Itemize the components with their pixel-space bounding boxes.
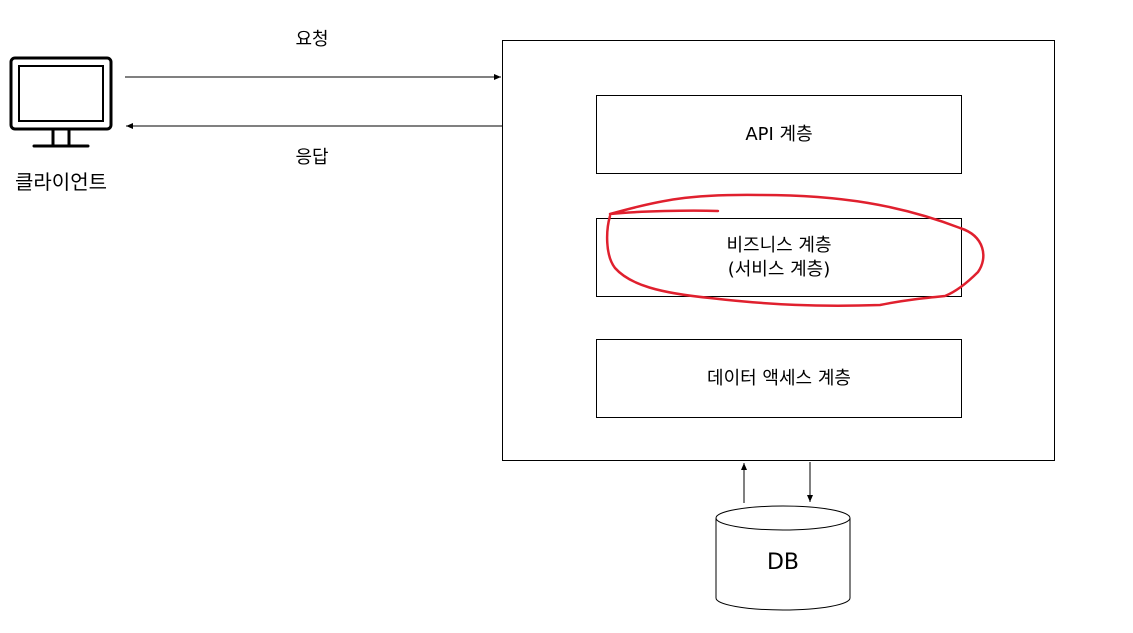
request-label: 요청: [295, 29, 329, 50]
business-layer-box: 비즈니스 계층 (서비스 계층): [596, 218, 962, 297]
api-layer-box: API 계층: [596, 95, 962, 174]
response-label: 응답: [295, 147, 329, 168]
client-label: 클라이언트: [15, 170, 107, 194]
database-label: DB: [766, 550, 800, 575]
business-layer-sublabel: (서비스 계층): [727, 258, 831, 280]
data-access-layer-label: 데이터 액세스 계층: [707, 367, 851, 389]
api-layer-label: API 계층: [745, 123, 813, 145]
data-access-layer-box: 데이터 액세스 계층: [596, 339, 962, 418]
monitor-icon: [9, 56, 113, 148]
database-cylinder-icon: [715, 505, 851, 611]
business-layer-label: 비즈니스 계층: [726, 234, 832, 256]
server-box: [502, 40, 1055, 461]
